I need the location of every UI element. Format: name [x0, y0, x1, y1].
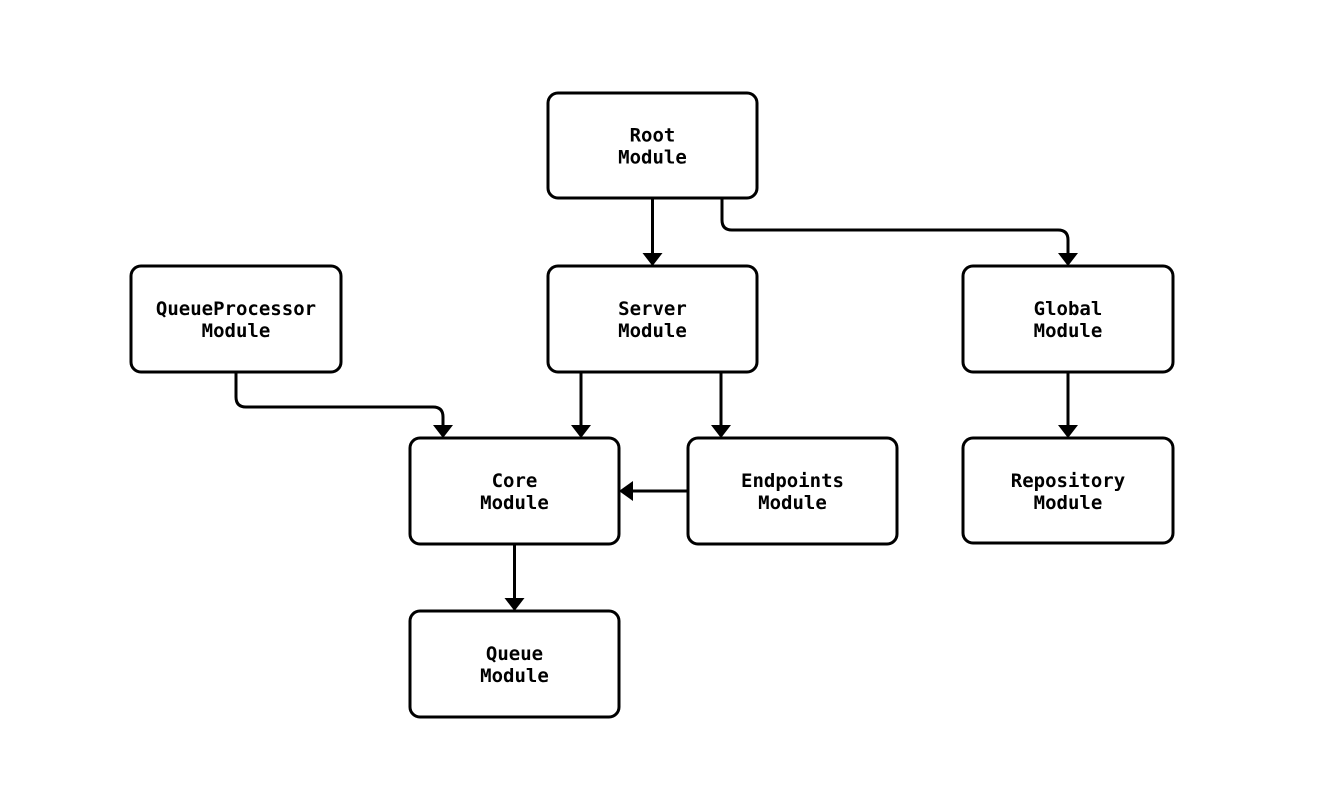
edge-server-to-core [571, 372, 591, 438]
arrowhead [433, 425, 453, 438]
node-endpoints-module-label-line2: Module [758, 492, 827, 514]
node-endpoints-module-box [686, 436, 899, 546]
node-repository-module-label-line2: Module [1034, 492, 1103, 514]
node-queueprocessor-module-label-line2: Module [202, 320, 271, 342]
node-endpoints-module-label-line1: Endpoints [741, 470, 844, 492]
node-core-module-label-line2: Module [480, 492, 549, 514]
node-server-module-label-line1: Server [618, 298, 687, 320]
node-core-module: Core Module [408, 436, 621, 546]
node-core-module-label-line1: Core [492, 470, 538, 492]
arrowhead [571, 425, 591, 438]
arrowhead [1058, 253, 1078, 266]
node-global-module: Global Module [961, 264, 1175, 374]
edge-queueprocessor-to-core [234, 372, 453, 438]
node-global-module-box [961, 264, 1175, 374]
node-repository-module: Repository Module [961, 436, 1175, 545]
node-root-module-label-line1: Root [630, 125, 676, 147]
node-root-module: Root Module [546, 91, 759, 200]
node-server-module: Server Module [546, 264, 759, 374]
node-repository-module-label-line1: Repository [1011, 470, 1125, 492]
edge-global-to-repository [1058, 372, 1078, 438]
node-global-module-label-line1: Global [1034, 298, 1103, 320]
edge-core-to-queue [504, 544, 525, 611]
node-root-module-box [546, 91, 759, 200]
node-endpoints-module: Endpoints Module [686, 436, 899, 546]
arrowhead [711, 425, 731, 438]
node-queueprocessor-module-box [129, 264, 343, 374]
arrowhead [1058, 425, 1078, 438]
connector-line [720, 198, 1070, 253]
node-queue-module-label-line2: Module [480, 665, 549, 687]
arrowhead [642, 253, 663, 266]
node-queueprocessor-module: QueueProcessor Module [129, 264, 343, 374]
node-root-module-label-line2: Module [618, 147, 687, 169]
node-repository-module-box [961, 436, 1175, 545]
node-queue-module-box [408, 609, 621, 719]
arrowhead [504, 598, 525, 611]
edge-server-to-endpoints [711, 372, 731, 438]
node-global-module-label-line2: Module [1034, 320, 1103, 342]
edge-endpoints-to-core [619, 481, 688, 501]
node-server-module-box [546, 264, 759, 374]
node-server-module-label-line2: Module [618, 320, 687, 342]
node-core-module-box [408, 436, 621, 546]
node-queue-module: Queue Module [408, 609, 621, 719]
node-queueprocessor-module-label-line1: QueueProcessor [156, 298, 316, 320]
connector-line [234, 372, 445, 425]
node-queue-module-label-line1: Queue [486, 643, 543, 665]
arrowhead [619, 481, 633, 501]
edge-root-to-global [720, 198, 1078, 266]
edge-root-to-server [642, 198, 663, 266]
